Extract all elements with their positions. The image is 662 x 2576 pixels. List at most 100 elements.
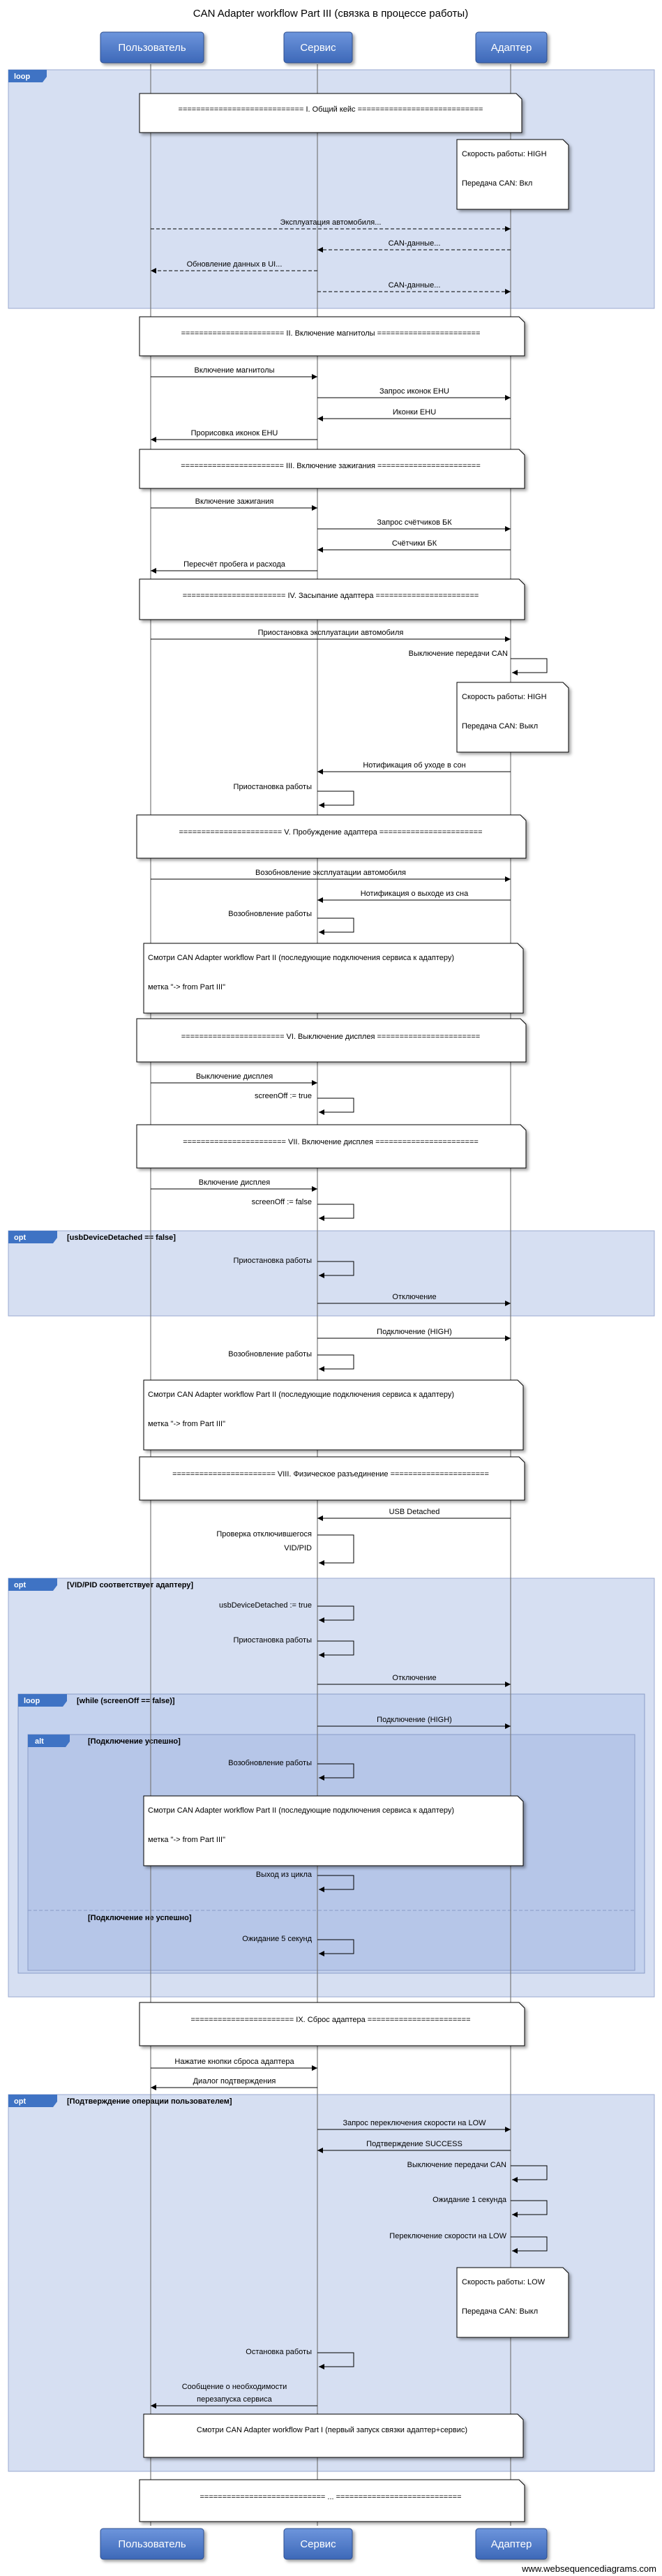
messages: Эксплуатация автомобиля... CAN-данные...… [151, 218, 548, 2409]
self-message: Остановка работы [246, 2348, 354, 2369]
note: Скорость работы: HIGH Передача CAN: Вкл [456, 139, 569, 210]
diagram-label: VID/PID [284, 1544, 312, 1552]
message-arrow: CAN-данные... [317, 239, 511, 253]
frame-guard: [Подтверждение операции пользователем] [67, 2097, 232, 2106]
diagram-label: Возобновление работы [228, 1759, 312, 1767]
self-message: Приостановка работы [234, 1257, 354, 1278]
diagram-label: Запрос иконок EHU [379, 387, 449, 396]
diagram-label: CAN-данные... [389, 281, 441, 290]
note: Скорость работы: HIGH Передача CAN: Выкл [456, 682, 569, 753]
diagram-label: ======================= II. Включение ма… [181, 329, 481, 338]
note: ======================= VII. Включение д… [136, 1124, 527, 1169]
diagram-label: Нотификация о выходе из сна [361, 890, 469, 898]
note: Смотри CAN Adapter workflow Part II (пос… [143, 943, 524, 1014]
diagram-label: Скорость работы: LOW [462, 2278, 546, 2286]
diagram-label: Передача CAN: Выкл [462, 722, 538, 731]
note: ============================ I. Общий ке… [139, 93, 522, 133]
diagram-label: screenOff := true [255, 1092, 312, 1100]
diagram-label: Возобновление работы [228, 1350, 312, 1358]
self-message: Ожидание 5 секунд [242, 1935, 354, 1956]
frame-guard: [usbDeviceDetached == false] [67, 1234, 176, 1242]
message-arrow: Запрос счётчиков БК [317, 518, 511, 532]
note: Скорость работы: LOW Передача CAN: Выкл [456, 2267, 569, 2338]
diagram-label: метка "-> from Part III" [148, 1836, 225, 1844]
message-arrow: Сообщение о необходимости перезапуска се… [151, 2383, 317, 2409]
diagram-label: Скорость работы: HIGH [462, 693, 547, 701]
diagram-label: ============================ ... =======… [200, 2493, 461, 2501]
frame-guard: [VID/PID соответствует адаптеру] [67, 1581, 193, 1589]
diagram-label: Приостановка работы [234, 1257, 313, 1265]
diagram-label: Прорисовка иконок EHU [191, 429, 278, 437]
message-arrow: Подключение (HIGH) [317, 1328, 511, 1341]
diagram-label: Возобновление работы [228, 910, 312, 918]
diagram-label: Передача CAN: Выкл [462, 2307, 538, 2316]
message-arrow: Эксплуатация автомобиля... [151, 218, 511, 232]
diagram-label: Обновление данных в UI... [187, 260, 283, 269]
frame-tag: alt [35, 1737, 44, 1746]
message-arrow: Включение дисплея [151, 1178, 317, 1192]
message-arrow: Подтверждение SUCCESS [317, 2140, 511, 2153]
diagram-label: Приостановка работы [234, 783, 313, 791]
diagram-label: ======================= VII. Включение д… [183, 1138, 479, 1146]
diagram-label: метка "-> from Part III" [148, 983, 225, 991]
diagram-label: Смотри CAN Adapter workflow Part II (пос… [148, 954, 454, 962]
diagram-label: Включение магнитолы [195, 366, 275, 375]
self-message: Выключение передачи CAN [407, 2161, 548, 2182]
message-arrow: Включение магнитолы [151, 366, 317, 380]
message-arrow: Нотификация о выходе из сна [317, 890, 511, 903]
diagram-label: usbDeviceDetached := true [219, 1601, 312, 1610]
note: ======================= V. Пробуждение а… [136, 814, 527, 859]
diagram-label: Ожидание 5 секунд [242, 1935, 312, 1943]
note: ============================ ... =======… [139, 2479, 525, 2522]
diagram-title: CAN Adapter workflow Part III (связка в … [193, 8, 468, 20]
diagram-label: ======================= III. Включение з… [181, 462, 481, 470]
diagram-label: Смотри CAN Adapter workflow Part I (перв… [197, 2426, 467, 2434]
frame-tag: loop [14, 73, 30, 81]
self-message: Приостановка работы [234, 1636, 354, 1658]
frame-opt-1: opt [usbDeviceDetached == false] [8, 1230, 655, 1317]
diagram-label: Выключение дисплея [196, 1072, 273, 1081]
message-arrow: Отключение [317, 1293, 511, 1306]
diagram-label: ============================ I. Общий ке… [179, 105, 483, 114]
message-arrow: Запрос переключения скорости на LOW [317, 2119, 511, 2132]
diagram-label: ======================= VI. Выключение д… [181, 1033, 480, 1041]
diagram-label: Иконки EHU [393, 408, 436, 417]
participant-label: Сервис [300, 42, 336, 54]
diagram-label: Запрос счётчиков БК [377, 518, 452, 527]
diagram-label: Счётчики БК [392, 539, 437, 548]
watermark-text: www.websequencediagrams.com [521, 2563, 656, 2574]
participant-adapter-top: Адаптер [475, 31, 548, 63]
diagram-label: USB Detached [389, 1508, 440, 1516]
note: ======================= III. Включение з… [139, 449, 525, 489]
diagram-label: Отключение [392, 1674, 436, 1682]
self-message: usbDeviceDetached := true [219, 1601, 354, 1623]
self-message: Проверка отключившегося VID/PID [216, 1530, 354, 1566]
diagram-label: Возобновление эксплуатации автомобиля [255, 869, 406, 877]
message-arrow: Обновление данных в UI... [151, 260, 317, 274]
diagram-label: Диалог подтверждения [193, 2077, 276, 2085]
frame-tag: opt [14, 1234, 26, 1242]
message-arrow: USB Detached [317, 1508, 511, 1521]
diagram-label: Запрос переключения скорости на LOW [343, 2119, 486, 2127]
diagram-label: Передача CAN: Вкл [462, 179, 532, 188]
diagram-label: Приостановка эксплуатации автомобиля [258, 629, 404, 637]
note: ======================= IX. Сброс адапте… [139, 2002, 525, 2046]
participant-user-top: Пользователь [100, 31, 204, 63]
participant-label: Пользователь [118, 2538, 186, 2550]
diagram-label: Эксплуатация автомобиля... [280, 218, 382, 227]
diagram-label: ======================= IV. Засыпание ад… [183, 592, 479, 600]
frame-guard: [while (screenOff == false)] [77, 1697, 175, 1705]
frame-else-guard: [Подключение не успешно] [88, 1914, 192, 1922]
diagram-label: Ожидание 1 секунда [432, 2196, 507, 2204]
message-arrow: Нотификация об уходе в сон [317, 761, 511, 774]
diagram-label: CAN-данные... [389, 239, 441, 248]
diagram-label: Проверка отключившегося [216, 1530, 312, 1538]
diagram-label: Пересчёт пробега и расхода [183, 560, 286, 569]
participant-label: Сервис [300, 2538, 336, 2550]
diagram-label: ======================= VIII. Физическое… [172, 1470, 489, 1478]
diagram-label: перезапуска сервиса [197, 2395, 273, 2404]
frame-guard: [Подключение успешно] [88, 1737, 181, 1746]
note: ======================= VIII. Физическое… [139, 1456, 525, 1501]
note: ======================= VI. Выключение д… [136, 1018, 527, 1063]
message-arrow: Нажатие кнопки сброса адаптера [151, 2058, 317, 2071]
